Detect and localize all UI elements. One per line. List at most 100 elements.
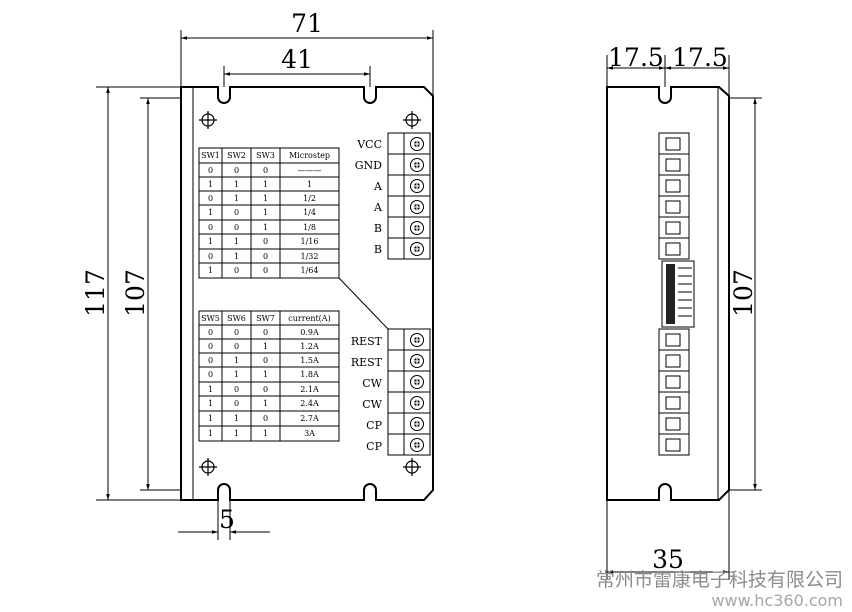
dim-height-label: 117 [81, 269, 110, 317]
terminal-label: CP [366, 419, 382, 432]
table-cell: 0 [234, 166, 239, 175]
table-cell: 0 [208, 223, 213, 232]
dim-side-right-label: 17.5 [672, 43, 728, 72]
table-header-cell: current(A) [288, 314, 330, 323]
table-cell: 1 [208, 266, 213, 275]
terminal-label: REST [351, 356, 383, 369]
dim-side-height-label: 107 [729, 269, 758, 317]
mount-hole-icon [402, 457, 422, 477]
table-header-cell: SW3 [256, 151, 275, 160]
table-cell: 0 [208, 252, 213, 261]
table-cell: 0 [208, 370, 213, 379]
table-cell: 1 [208, 385, 213, 394]
table-cell: 1 [234, 180, 239, 189]
side-terminal-top [658, 132, 690, 260]
table-cell: 1 [263, 208, 268, 217]
table-cell: 1 [208, 208, 213, 217]
dim-side-depth-label: 35 [652, 545, 684, 574]
table-cell: 0 [263, 356, 268, 365]
table-cell: ——— [298, 166, 322, 175]
table-cell: 1.8A [300, 370, 319, 379]
table-cell: 0 [263, 252, 268, 261]
table-cell: 0 [234, 342, 239, 351]
table-cell: 0 [263, 166, 268, 175]
table-cell: 0 [263, 385, 268, 394]
table-cell: 1/8 [303, 223, 316, 232]
terminal-label: GND [355, 159, 382, 172]
table-header-cell: SW6 [227, 314, 246, 323]
table-cell: 0 [263, 237, 268, 246]
terminal-label: VCC [356, 138, 382, 151]
front-body-outline [180, 86, 434, 501]
side-terminal-bottom [658, 328, 690, 456]
table-cell: 0 [263, 266, 268, 275]
terminal-label: CW [362, 377, 382, 390]
terminal-screw-icon [409, 220, 425, 236]
table-cell: 1 [263, 399, 268, 408]
table-cell: 1 [263, 429, 268, 438]
table-cell: 2.7A [300, 414, 319, 423]
dim-slot-label: 5 [219, 505, 235, 534]
table-cell: 1 [263, 223, 268, 232]
terminal-screw-icon [409, 332, 425, 348]
table-cell: 1 [208, 414, 213, 423]
terminal-block-bottom: REST REST CW CW CP CP [351, 328, 431, 456]
table-cell: 0 [208, 342, 213, 351]
terminal-screw-icon [409, 353, 425, 369]
terminal-label: CW [362, 398, 382, 411]
table-cell: 1 [208, 399, 213, 408]
mount-hole-icon [402, 110, 422, 130]
table-cell: 1/16 [301, 237, 319, 246]
terminal-screw-icon [409, 199, 425, 215]
table-cell: 1 [234, 194, 239, 203]
dim-inner-height-label: 107 [121, 269, 150, 317]
table-cell: 1 [263, 180, 268, 189]
table-cell: 1/32 [301, 252, 319, 261]
table-cell: 0 [263, 414, 268, 423]
terminal-screw-icon [409, 437, 425, 453]
table-cell: 0 [208, 194, 213, 203]
terminal-label: REST [351, 335, 383, 348]
terminal-screw-icon [409, 241, 425, 257]
table-cell: 2.4A [300, 399, 319, 408]
terminal-screw-icon [409, 374, 425, 390]
watermark-company: 常州市雷康电子科技有限公司 [596, 569, 843, 591]
table-cell: 1 [234, 370, 239, 379]
terminal-label: CP [366, 440, 382, 453]
table-cell: 0 [208, 328, 213, 337]
mount-hole-icon [198, 110, 218, 130]
table-cell: 1 [234, 414, 239, 423]
table-header-cell: Microstep [289, 151, 330, 160]
table-cell: 0 [208, 356, 213, 365]
table-cell: 1 [263, 370, 268, 379]
front-dimensions: 71 41 117 107 5 [81, 9, 434, 540]
table-cell: 1 [234, 429, 239, 438]
table-cell: 1 [208, 180, 213, 189]
table-cell: 0 [234, 266, 239, 275]
table-cell: 0 [234, 399, 239, 408]
table-cell: 1 [208, 429, 213, 438]
table-cell: 1 [307, 180, 312, 189]
watermark-url: www.hc360.com [711, 591, 843, 610]
table-cell: 2.1A [300, 385, 319, 394]
dip-switch [661, 260, 695, 328]
table-header-cell: SW2 [227, 151, 246, 160]
terminal-block-top: VCC GND A A B B [355, 132, 431, 260]
table-cell: 1 [234, 252, 239, 261]
terminal-label: B [374, 243, 382, 256]
table-header-cell: SW5 [201, 314, 220, 323]
table-cell: 1 [208, 237, 213, 246]
table-header-cell: SW1 [201, 151, 220, 160]
table-cell: 0.9A [300, 328, 319, 337]
table-cell: 0 [208, 166, 213, 175]
table-cell: 0 [263, 328, 268, 337]
table-cell: 3A [304, 429, 315, 438]
dim-side-left-label: 17.5 [608, 43, 664, 72]
terminal-label: A [373, 201, 383, 214]
table-cell: 1 [234, 237, 239, 246]
table-cell: 0 [234, 223, 239, 232]
terminal-screw-icon [409, 157, 425, 173]
